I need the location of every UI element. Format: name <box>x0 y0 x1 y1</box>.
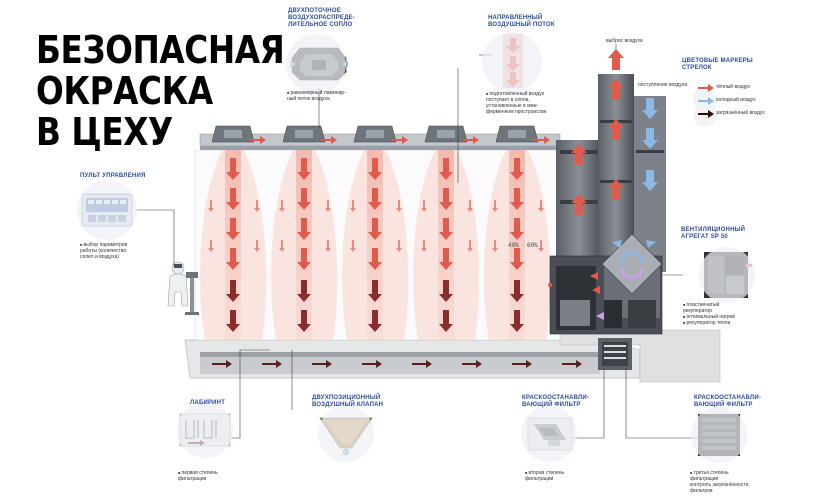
labyrinth-title: ЛАБИРИНТ <box>190 400 226 406</box>
leader-lines <box>134 44 698 439</box>
page-title: БЕЗОПАСНАЯ ОКРАСКА В ЦЕХУ <box>36 28 285 154</box>
intake-label: поступление воздуха <box>638 82 688 88</box>
recirculation-icon <box>620 250 644 280</box>
directed-flow-title: НАПРАВЛЕННЫЙ ВОЗДУШНЫЙ ПОТОК <box>488 15 555 28</box>
title-line-1: БЕЗОПАСНАЯ <box>36 28 285 72</box>
airflow-column <box>484 150 551 340</box>
nozzle-desc: равномерный ламинар- ный поток воздуха <box>287 90 346 102</box>
unit-desc-1: пластинчатый рекуператор <box>683 302 719 314</box>
nozzle-icon <box>282 125 326 143</box>
control-stand <box>185 272 199 315</box>
person-icon <box>167 261 189 307</box>
legend-warm: тёплый воздух <box>716 84 750 90</box>
unit-title: ВЕНТИЛЯЦИОННЫЙ АГРЕГАТ SP 50 <box>681 227 746 240</box>
percent-left: 40% <box>508 242 519 249</box>
panel-title: ПУЛЬТ УПРАВЛЕНИЯ <box>80 173 146 179</box>
floor-arrows <box>212 360 582 368</box>
airflow-column <box>271 150 338 340</box>
filter2-title: КРАСКООСТАНАВЛИ- ВАЮЩИЙ ФИЛЬТР <box>522 395 590 408</box>
filter3-title: КРАСКООСТАНАВЛИ- ВАЮЩИЙ ФИЛЬТР <box>694 395 762 408</box>
nozzle-icon <box>211 125 255 143</box>
percent-right: 60% <box>527 242 538 249</box>
airflow-column <box>342 150 409 340</box>
nozzle-title: ДВУХПОТОЧНОЕ ВОЗДУХОРАСПРЕДЕ- ЛИТЕЛЬНОЕ … <box>288 8 355 28</box>
valve-title: ДВУХПОЗИЦИОННЫЙ ВОЗДУШНЫЙ КЛАПАН <box>312 395 384 408</box>
right-ductwork <box>556 49 666 274</box>
warm-arrow-icon <box>698 84 714 92</box>
nozzle-icon <box>495 125 539 143</box>
filter2-desc: вторая степень фильтрации <box>525 470 564 482</box>
dirty-arrow-icon <box>698 110 714 118</box>
highlight-circles <box>77 32 755 463</box>
nozzle-icon <box>353 125 397 143</box>
legend-markers <box>693 84 717 127</box>
title-line-2: ОКРАСКА <box>36 69 213 113</box>
filter3-desc: третья степень фильтрации контроль загря… <box>690 470 749 494</box>
airflow-column <box>200 150 267 340</box>
legend-dirty: загрязнённый воздух <box>716 110 765 116</box>
directed-flow-desc: подготовленный воздух поступает в сопла,… <box>486 91 547 115</box>
exhaust-label: выброс воздуха <box>606 38 643 44</box>
filter-pit <box>598 338 632 370</box>
nozzle-icon <box>424 125 468 143</box>
downflow-arrows <box>208 158 544 332</box>
panel-desc: выбор параметров работы (количество сопе… <box>80 242 127 260</box>
ventilation-unit <box>548 233 663 335</box>
labyrinth-desc: первая степень фильтрации <box>178 470 218 482</box>
title-line-3: В ЦЕХУ <box>36 110 173 154</box>
markers-title: ЦВЕТОВЫЕ МАРКЕРЫ СТРЕЛОК <box>682 58 753 71</box>
unit-desc-3: рекуператор тепла <box>683 320 731 326</box>
unit-desc-2: оптимальный нагрев <box>683 314 735 320</box>
airflow-columns <box>200 150 551 340</box>
cold-arrow-icon <box>698 97 714 105</box>
airflow-column <box>413 150 480 340</box>
legend-cold: холодный воздух <box>716 97 756 103</box>
